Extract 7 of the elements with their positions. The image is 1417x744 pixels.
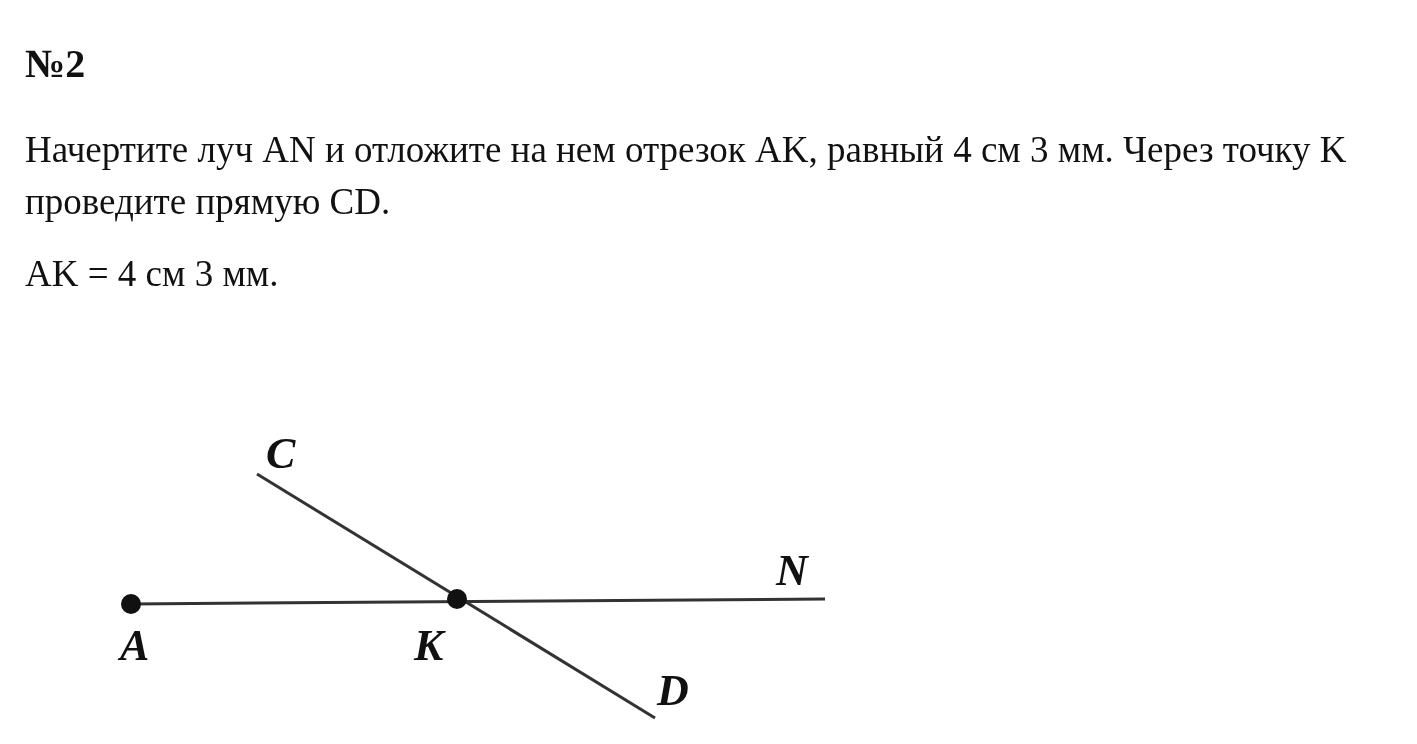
point-label: D [657, 665, 689, 716]
answer-text: AK = 4 см 3 мм. [25, 252, 279, 295]
point-label: N [776, 545, 808, 596]
task-text: Начертите луч AN и отложите на нем отрезок AK, равный 4 см 3 мм. Через точку K проведите прямую CD. [25, 128, 1348, 224]
point-label: K [414, 620, 444, 671]
task-number: №2 [25, 40, 86, 87]
point-label: C [266, 428, 296, 479]
